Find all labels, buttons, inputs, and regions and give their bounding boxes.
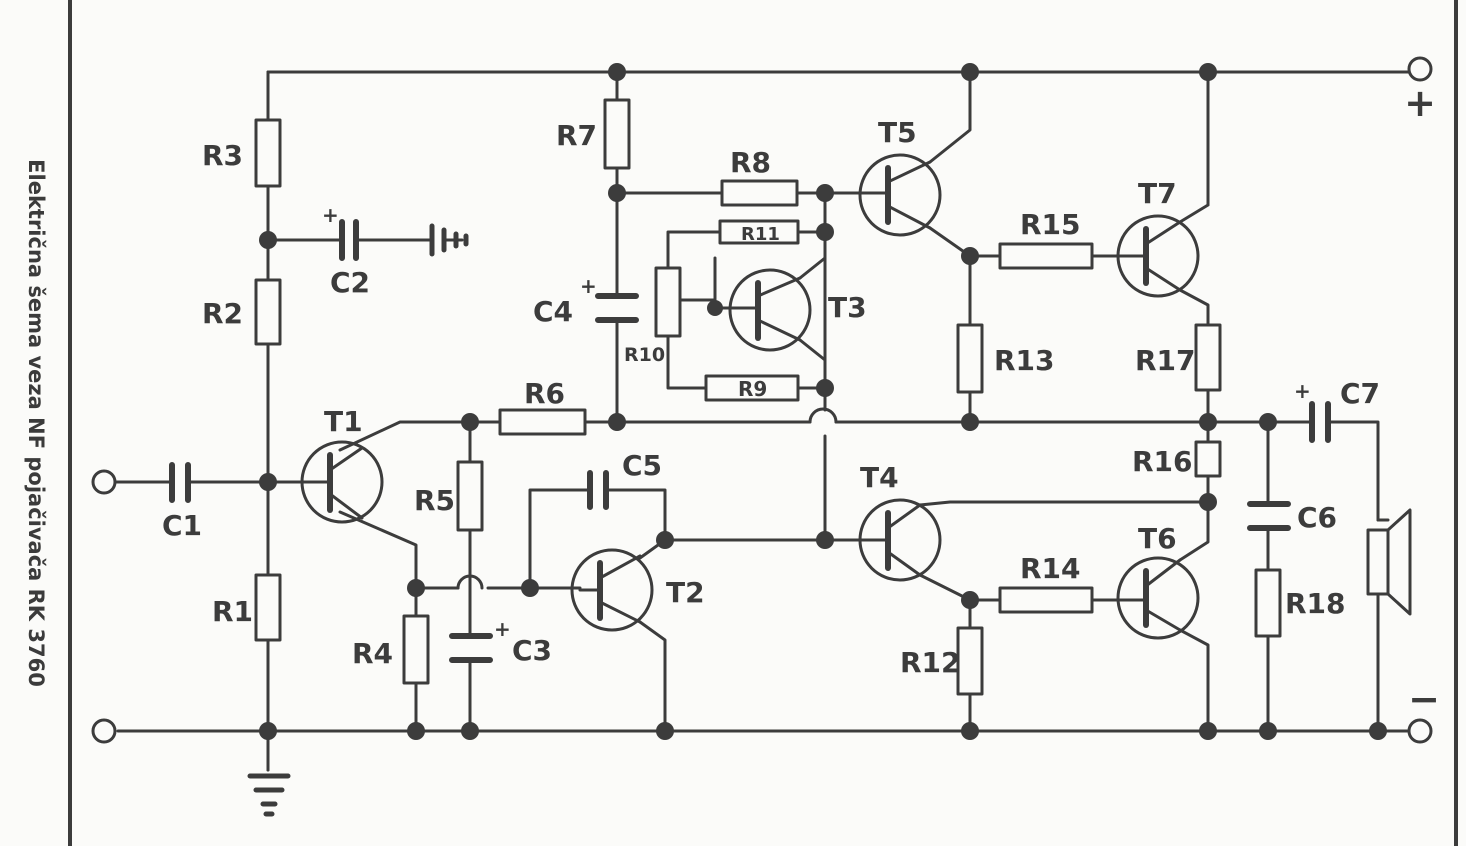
label-c3: C3: [512, 634, 552, 667]
resistor-r6: [498, 408, 587, 436]
label-t7: T7: [1138, 177, 1177, 210]
label-c1: C1: [162, 509, 202, 542]
polarity-mark-c3: +: [494, 617, 511, 641]
label-r17: R17: [1135, 344, 1196, 377]
label-r5: R5: [414, 484, 455, 517]
label-r15: R15: [1020, 208, 1081, 241]
resistor-r10: [654, 266, 682, 338]
polarity-mark-c4: +: [580, 274, 597, 298]
label-r7: R7: [556, 119, 597, 152]
ground-symbol: [247, 223, 469, 817]
label-c5: C5: [622, 449, 662, 482]
label-r12: R12: [900, 646, 961, 679]
label-r11: R11: [741, 224, 780, 245]
resistor-r9: [704, 374, 800, 402]
resistor-r16: [1194, 440, 1222, 478]
label-c7: C7: [1340, 377, 1380, 410]
label-r18: R18: [1285, 587, 1346, 620]
resistor-r15: [998, 242, 1094, 270]
minus-terminal-label: −: [1408, 677, 1440, 721]
label-r8: R8: [730, 146, 771, 179]
label-t5: T5: [878, 116, 917, 149]
label-r16: R16: [1132, 445, 1193, 478]
resistor-r1: [254, 573, 282, 642]
resistor-bodies: [254, 98, 1282, 696]
resistor-r5: [456, 460, 484, 532]
capacitor-plates: [169, 219, 1331, 663]
label-c2: C2: [330, 266, 370, 299]
label-r9: R9: [738, 377, 767, 401]
label-c6: C6: [1297, 501, 1337, 534]
resistor-r12: [956, 626, 984, 696]
label-t3: T3: [828, 291, 867, 324]
label-c4: C4: [533, 295, 573, 328]
label-t2: T2: [666, 576, 705, 609]
polarity-mark-c7: +: [1294, 379, 1311, 403]
transistor-symbols: [300, 153, 1200, 640]
resistor-r13: [956, 323, 984, 394]
label-t1: T1: [324, 405, 363, 438]
resistor-r4: [402, 614, 430, 685]
resistor-r17: [1194, 323, 1222, 392]
label-t6: T6: [1138, 522, 1177, 555]
terminal-circles: [91, 56, 1433, 744]
page-border: [68, 0, 1458, 846]
resistor-r3: [254, 118, 282, 188]
label-r14: R14: [1020, 552, 1081, 585]
label-r1: R1: [212, 595, 253, 628]
junction-dots: [259, 63, 1387, 740]
label-r13: R13: [994, 344, 1055, 377]
label-r4: R4: [352, 637, 393, 670]
resistor-r2: [254, 278, 282, 346]
speaker-icon: [1366, 508, 1412, 616]
resistor-r14: [998, 586, 1094, 614]
label-r6: R6: [524, 377, 565, 410]
resistor-r8: [720, 179, 799, 207]
label-r3: R3: [202, 139, 243, 172]
polarity-mark-c2: +: [322, 203, 339, 227]
resistor-r11: [718, 219, 800, 245]
label-t4: T4: [860, 461, 899, 494]
label-r10: R10: [624, 344, 665, 366]
plus-terminal-label: +: [1404, 81, 1436, 125]
resistor-r7: [603, 98, 631, 170]
wire-crossover: [456, 407, 838, 590]
resistor-r18: [1254, 568, 1282, 638]
label-r2: R2: [202, 297, 243, 330]
